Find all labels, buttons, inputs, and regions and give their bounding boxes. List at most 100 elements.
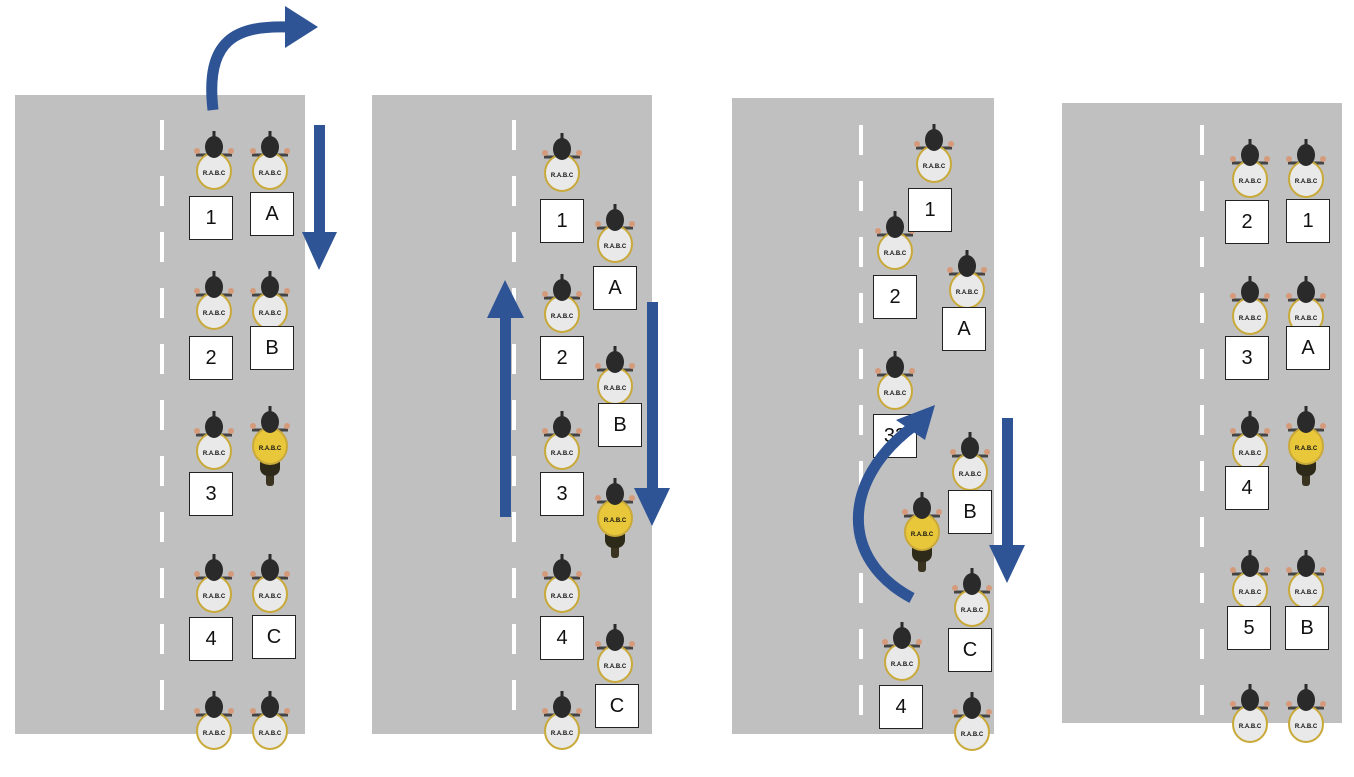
helmet — [1241, 281, 1259, 303]
helmet — [606, 209, 624, 231]
mirror-right — [1320, 567, 1326, 573]
rider-label: 3 — [540, 472, 584, 516]
helmet — [1241, 416, 1259, 438]
mirror-right — [984, 449, 990, 455]
helmet — [1297, 555, 1315, 577]
rider-badge: R.A.B.C — [259, 171, 282, 177]
rider-label: 4 — [189, 617, 233, 661]
helmet — [1297, 281, 1315, 303]
rider-label: 4 — [879, 685, 923, 729]
mirror-right — [936, 509, 942, 515]
lane-divider — [1200, 125, 1204, 723]
rider: R.A.B.C — [880, 616, 924, 702]
helmet — [261, 276, 279, 298]
mirror-left — [194, 571, 200, 577]
rider-badge: R.A.B.C — [259, 731, 282, 737]
rider-badge: R.A.B.C — [961, 608, 984, 614]
mirror-right — [284, 571, 290, 577]
rider-badge: R.A.B.C — [203, 451, 226, 457]
rider-badge: R.A.B.C — [551, 594, 574, 600]
rider-figure: R.A.B.C — [250, 691, 290, 750]
rider-badge: R.A.B.C — [1295, 724, 1318, 730]
helmet — [963, 697, 981, 719]
down-arrow-head — [302, 232, 337, 270]
mirror-right — [1320, 701, 1326, 707]
rider-figure: R.A.B.C — [542, 133, 582, 192]
mirror-left — [914, 141, 920, 147]
rider-label: 2 — [873, 275, 917, 319]
rider: R.A.B.C — [540, 127, 584, 213]
rider-label: A — [1286, 326, 1330, 370]
rider: R.A.B.C — [192, 125, 236, 211]
mirror-left — [952, 709, 958, 715]
rider-label: C — [948, 628, 992, 672]
road-edge-right — [1346, 103, 1349, 723]
lane-divider — [512, 120, 516, 734]
rider: R.A.B.C — [1228, 678, 1272, 764]
helmet — [913, 497, 931, 519]
rider: R.A.B.C — [192, 265, 236, 351]
mirror-left — [250, 288, 256, 294]
rider: R.A.B.C — [248, 125, 292, 211]
road-edge-right — [656, 95, 659, 734]
rider-figure: R.A.B.C — [194, 271, 234, 330]
mirror-right — [576, 150, 582, 156]
helmet — [886, 356, 904, 378]
mirror-left — [1286, 567, 1292, 573]
mirror-left — [194, 148, 200, 154]
down-arrow-shaft — [314, 125, 325, 235]
mirror-left — [542, 150, 548, 156]
mirror-right — [629, 495, 635, 501]
rider-badge: R.A.B.C — [923, 164, 946, 170]
rider-badge: R.A.B.C — [551, 314, 574, 320]
mirror-left — [542, 428, 548, 434]
helmet — [1241, 144, 1259, 166]
mirror-right — [576, 708, 582, 714]
rider-figure: R.A.B.C — [1230, 684, 1270, 743]
rider-figure: R.A.B.C — [1230, 411, 1270, 470]
rider: R.A.B.C — [1284, 133, 1328, 219]
rider-label: B — [1285, 606, 1329, 650]
rider: R.A.B.C — [593, 618, 637, 704]
mirror-left — [194, 288, 200, 294]
lane-divider — [859, 125, 863, 734]
helmet — [893, 627, 911, 649]
rider-figure: R.A.B.C — [1286, 684, 1326, 743]
helmet — [261, 136, 279, 158]
rider-label: 4 — [540, 616, 584, 660]
rider-badge: R.A.B.C — [884, 391, 907, 397]
mirror-right — [986, 709, 992, 715]
mirror-right — [228, 428, 234, 434]
mirror-left — [902, 509, 908, 515]
mirror-left — [250, 708, 256, 714]
helmet — [1297, 689, 1315, 711]
rider-badge: R.A.B.C — [1239, 724, 1262, 730]
rider-figure: R.A.B.C — [250, 271, 290, 330]
rider-label: 2 — [540, 336, 584, 380]
rider-label: 5 — [1227, 606, 1271, 650]
rider: R.A.B.C — [593, 198, 637, 284]
rider: R.A.B.C — [873, 205, 917, 291]
mirror-left — [952, 585, 958, 591]
mirror-left — [1230, 293, 1236, 299]
rider-yellow: R.A.B.C — [248, 400, 292, 486]
mirror-right — [1264, 701, 1270, 707]
mirror-right — [629, 641, 635, 647]
down-arrow-shaft — [1002, 418, 1013, 548]
rider-label: A — [593, 266, 637, 310]
mirror-right — [284, 708, 290, 714]
rider: R.A.B.C — [1228, 405, 1272, 491]
mirror-right — [1264, 156, 1270, 162]
rider-badge: R.A.B.C — [604, 518, 627, 524]
mirror-left — [1230, 428, 1236, 434]
rider: R.A.B.C — [1228, 133, 1272, 219]
mirror-left — [595, 495, 601, 501]
rider-figure: R.A.B.C — [595, 478, 635, 558]
turn-arrow-head — [285, 6, 318, 48]
mirror-left — [947, 267, 953, 273]
helmet — [261, 411, 279, 433]
rider-figure: R.A.B.C — [250, 406, 290, 486]
road-edge-right — [311, 95, 314, 734]
mirror-right — [986, 585, 992, 591]
mirror-left — [250, 571, 256, 577]
